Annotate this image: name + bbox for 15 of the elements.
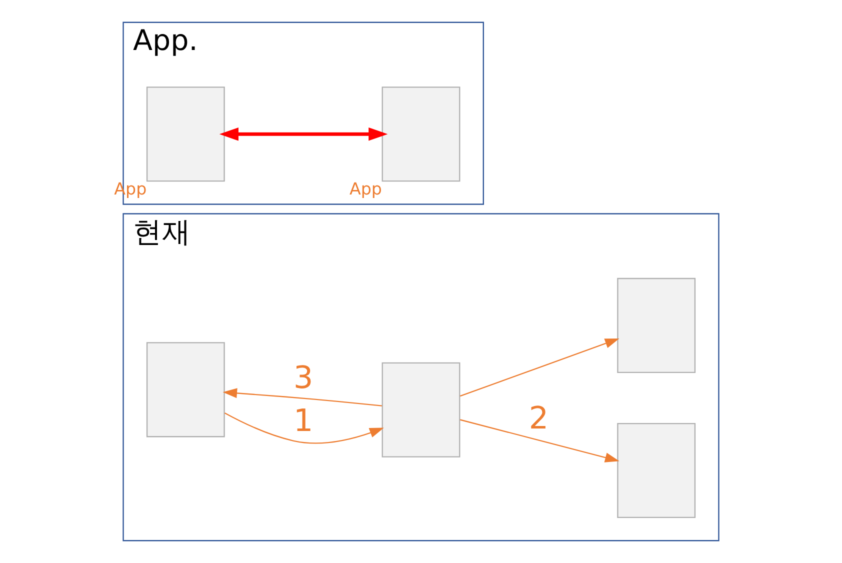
node-person bbox=[617, 422, 696, 518]
node-person bbox=[617, 278, 696, 374]
edge-label: 2 bbox=[528, 400, 548, 437]
arrow bbox=[222, 388, 382, 406]
edge-label: 1 bbox=[294, 403, 314, 440]
node-person bbox=[382, 86, 460, 182]
edge-label: 3 bbox=[294, 360, 314, 396]
arrow bbox=[224, 412, 384, 444]
node-person bbox=[146, 342, 225, 438]
arrow bbox=[460, 419, 620, 462]
node-person bbox=[146, 86, 225, 182]
node-label: App bbox=[349, 179, 382, 198]
node-person bbox=[382, 362, 460, 458]
arrow bbox=[219, 127, 388, 141]
arrow bbox=[460, 338, 620, 397]
